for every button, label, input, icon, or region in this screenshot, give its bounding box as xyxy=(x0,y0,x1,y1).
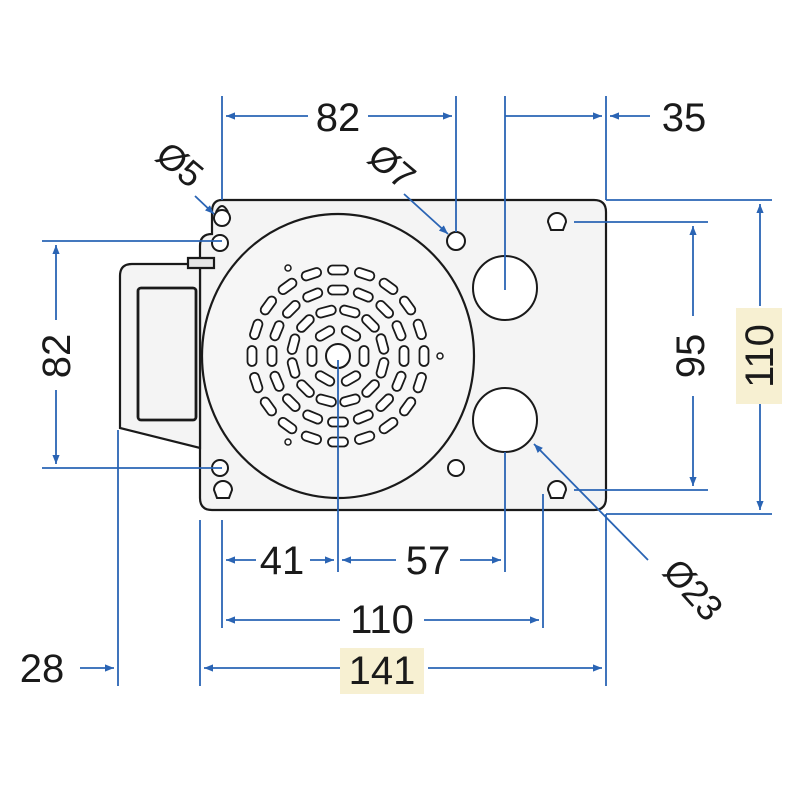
grille-slot xyxy=(352,409,374,425)
grille-slot xyxy=(391,320,407,342)
grille-slot xyxy=(418,345,430,367)
keyhole-bottom-left xyxy=(212,480,234,499)
hole-small-bottom xyxy=(447,459,465,477)
grille-slot xyxy=(300,267,323,282)
grille-slot xyxy=(412,318,427,341)
dim-right-110: 110 xyxy=(738,324,782,388)
grille-slot xyxy=(412,371,427,394)
grille-slot xyxy=(259,295,278,316)
grille-slot xyxy=(246,345,258,367)
keyhole-top-right xyxy=(546,212,568,231)
hole-7 xyxy=(446,231,466,251)
grille-slot xyxy=(391,370,407,392)
grille-slot xyxy=(375,333,390,355)
grille-slot xyxy=(315,393,337,408)
dim-left-82: 82 xyxy=(35,334,79,379)
grille-slot xyxy=(300,430,323,445)
handle-window xyxy=(136,286,198,422)
dim-bottom-110: 110 xyxy=(350,598,414,642)
grille-slot xyxy=(378,277,399,296)
grille-slot xyxy=(358,345,370,367)
dim-top-35: 35 xyxy=(662,96,707,140)
grille-slot xyxy=(286,357,301,379)
grille-slot xyxy=(339,393,361,408)
grille-slot xyxy=(375,357,390,379)
grille-slot xyxy=(296,314,315,333)
grille-slot xyxy=(361,314,380,333)
dimension-lines xyxy=(42,96,772,686)
grille-slot xyxy=(277,277,298,296)
grille-slot xyxy=(249,371,264,394)
grille-slot xyxy=(277,416,298,435)
grille-slot xyxy=(352,287,374,303)
grille-slot xyxy=(398,295,417,316)
grille-slot xyxy=(302,409,324,425)
grille-slot xyxy=(306,345,318,367)
keyhole-top-left xyxy=(213,209,231,227)
keyhole-top-left-slot xyxy=(215,205,229,213)
grille-slot xyxy=(353,430,376,445)
grille-slot xyxy=(282,393,301,412)
grille-slot xyxy=(375,393,394,412)
grille-slot xyxy=(314,325,336,342)
keyhole-bottom-right xyxy=(546,480,568,499)
dim-bottom-141: 141 xyxy=(349,649,416,693)
grille-slot xyxy=(296,379,315,398)
grille-slot xyxy=(302,287,324,303)
grille-slot xyxy=(327,284,349,296)
grille-slot xyxy=(339,304,361,319)
grille-slot xyxy=(315,304,337,319)
hole-left-upper xyxy=(211,234,229,252)
grille-slot xyxy=(375,300,394,319)
grille-slot xyxy=(340,325,362,342)
dim-top-82: 82 xyxy=(316,96,361,140)
dim-bottom-57: 57 xyxy=(406,539,451,583)
dim-right-95: 95 xyxy=(669,334,713,379)
grille-slot xyxy=(269,370,285,392)
grille-dot xyxy=(436,352,444,360)
dim-dia-5: Ø5 xyxy=(148,133,211,195)
grille-slot xyxy=(327,264,349,276)
grille-slot xyxy=(249,318,264,341)
grille-slot xyxy=(353,267,376,282)
dim-bottom-41: 41 xyxy=(260,539,305,583)
dim-dia-7: Ø7 xyxy=(360,135,423,197)
grille-slot xyxy=(378,416,399,435)
highlight-141 xyxy=(340,648,424,694)
grille-dot xyxy=(284,264,292,272)
grille-slot xyxy=(266,345,278,367)
dim-bottom-28: 28 xyxy=(20,647,65,691)
grille-dot xyxy=(284,438,292,446)
grille-slot xyxy=(398,345,410,367)
handle-tab xyxy=(186,256,216,270)
dim-dia-23: Ø23 xyxy=(655,551,731,629)
grille-slot xyxy=(340,370,362,387)
grille-slot xyxy=(259,396,278,417)
grille-slot xyxy=(269,320,285,342)
grille-slot xyxy=(314,370,336,387)
grille-slot xyxy=(398,396,417,417)
highlight-110-right xyxy=(736,308,782,404)
large-hole-lower xyxy=(472,387,538,453)
speaker-grille xyxy=(246,264,444,448)
grille-slot xyxy=(361,379,380,398)
grille-slot xyxy=(282,300,301,319)
grille-slot xyxy=(286,333,301,355)
